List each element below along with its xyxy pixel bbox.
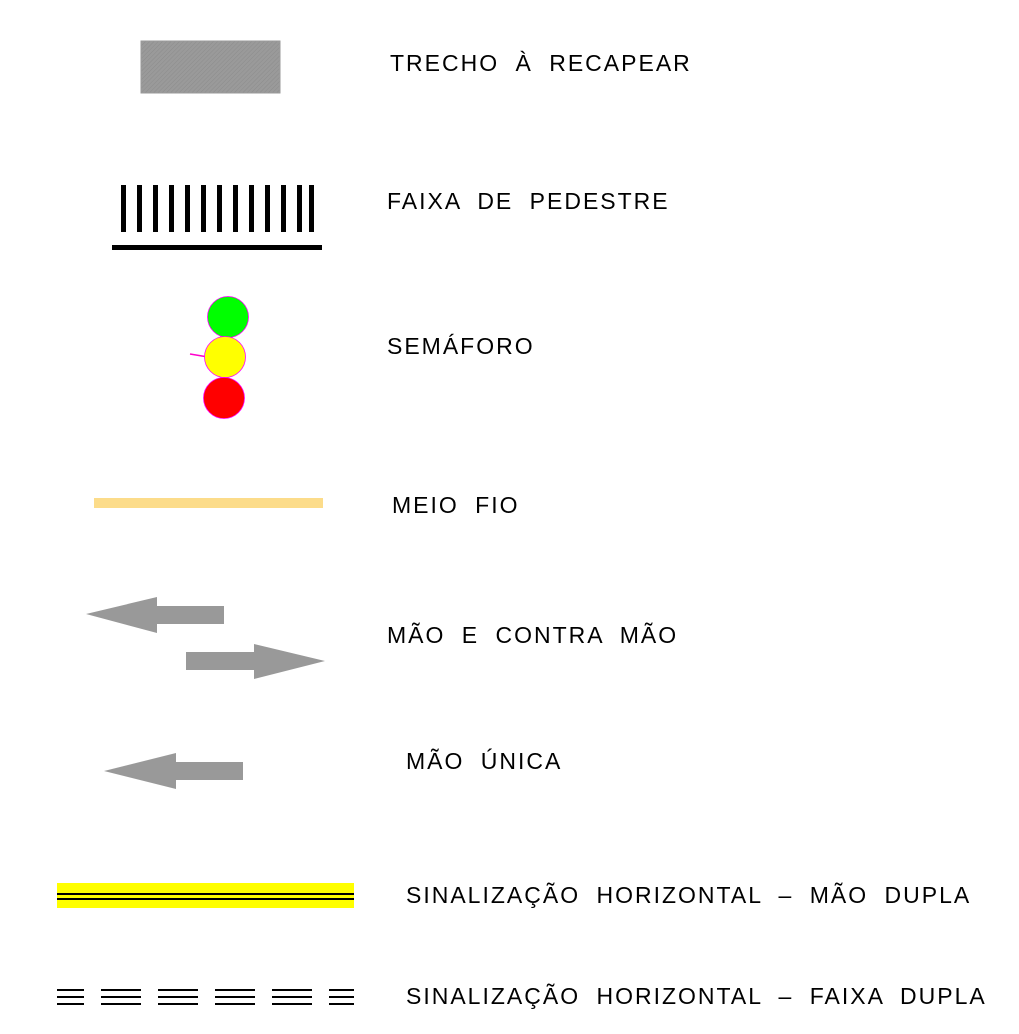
pedestrian-crossing-symbol bbox=[112, 185, 322, 250]
arrow-left-icon bbox=[86, 597, 224, 633]
label-sinalizacao-faixa-dupla: SINALIZAÇÃO HORIZONTAL – FAIXA DUPLA bbox=[406, 983, 987, 1009]
traffic-light-red bbox=[203, 377, 245, 419]
traffic-light-symbol bbox=[189, 296, 249, 419]
one-way-arrow-symbol bbox=[104, 753, 243, 789]
curb-symbol bbox=[94, 498, 323, 508]
label-mao-contra-mao: MÃO E CONTRA MÃO bbox=[387, 622, 679, 648]
label-sinalizacao-mao-dupla: SINALIZAÇÃO HORIZONTAL – MÃO DUPLA bbox=[406, 882, 972, 908]
dashed-marking-symbol bbox=[57, 989, 354, 1005]
label-meio-fio: MEIO FIO bbox=[392, 492, 520, 518]
traffic-light-yellow bbox=[204, 336, 246, 378]
traffic-light-green bbox=[207, 296, 249, 338]
arrow-right-icon bbox=[186, 644, 325, 679]
label-mao-unica: MÃO ÚNICA bbox=[406, 748, 563, 774]
double-line-marking-symbol bbox=[57, 883, 354, 908]
arrow-left-icon bbox=[104, 753, 243, 789]
recapear-symbol bbox=[140, 40, 281, 94]
label-faixa-pedestre: FAIXA DE PEDESTRE bbox=[387, 188, 670, 214]
label-trecho-recapear: TRECHO À RECAPEAR bbox=[390, 50, 692, 76]
label-semaforo: SEMÁFORO bbox=[387, 333, 535, 359]
two-way-arrows-symbol bbox=[86, 597, 325, 679]
